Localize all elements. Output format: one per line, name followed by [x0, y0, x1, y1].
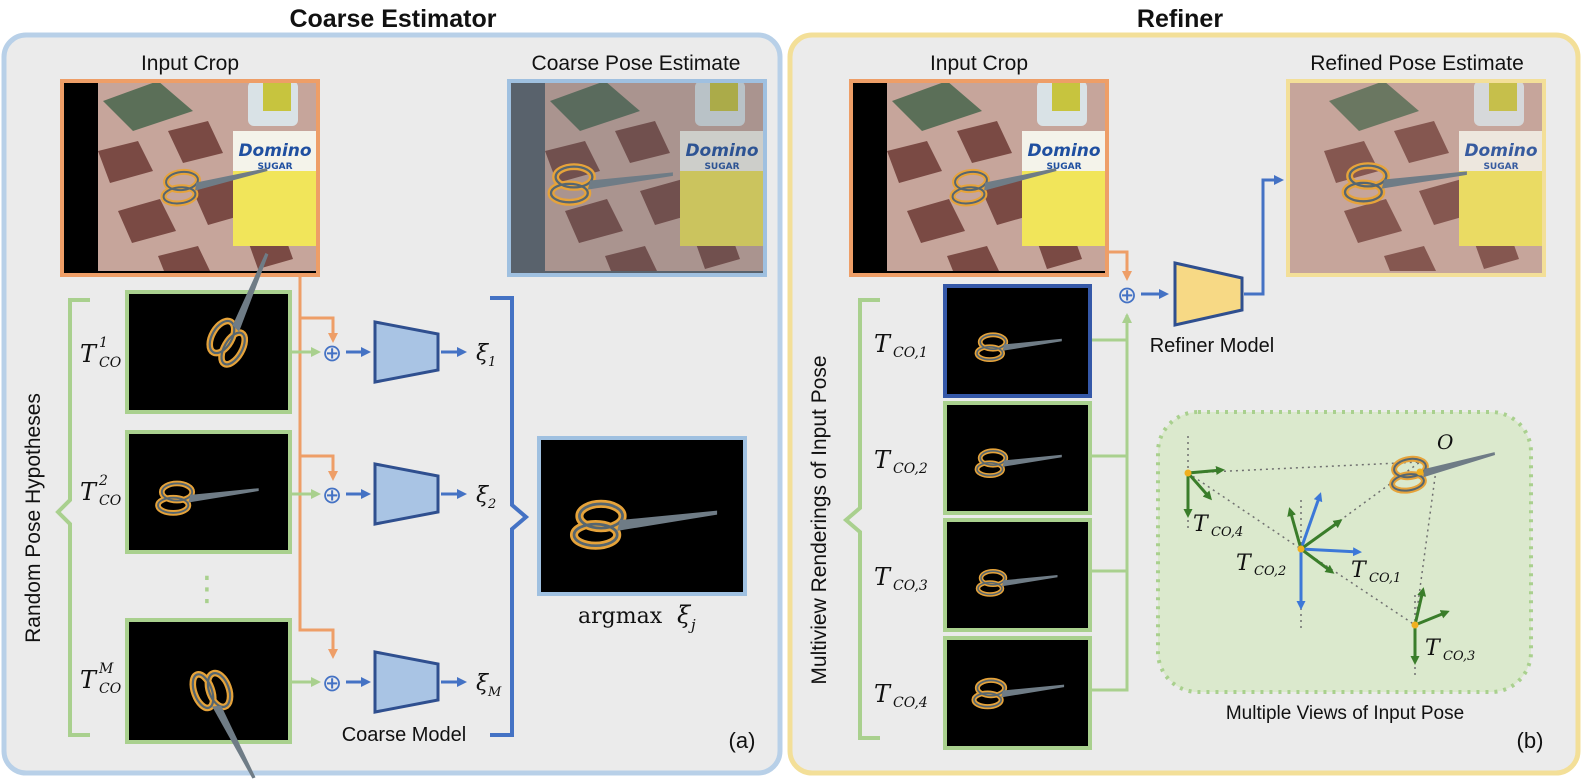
rendering-3-image	[943, 518, 1092, 632]
renderings-brace	[842, 298, 880, 740]
view-label-3-symbol: T	[1425, 636, 1442, 661]
view-label-4-symbol: T	[1193, 512, 1210, 537]
rendering-2-symbol: T	[874, 446, 892, 474]
rendering-3-sub: CO,3	[893, 578, 928, 594]
rendering-2-sub: CO,2	[893, 461, 928, 477]
coarse-model-1	[373, 320, 440, 384]
view-label-2-symbol: T	[1236, 551, 1253, 576]
rendering-1-symbol: T	[874, 330, 892, 358]
coarse-crop-feed-arrow-1	[300, 316, 338, 343]
argmax-text: argmax	[578, 604, 663, 629]
concat-symbol-m: ⊕	[322, 669, 342, 697]
score-m-sub: M	[487, 685, 502, 700]
hypothesis-m-sub: CO	[99, 681, 122, 697]
panel-tag-a: (a)	[729, 728, 756, 753]
refiner-model-label: Refiner Model	[1150, 335, 1275, 357]
coarse-model-2	[373, 462, 440, 526]
rendering-2-image	[943, 401, 1092, 515]
rendering-4-symbol: T	[874, 680, 892, 708]
hypotheses-brace-label: Random Pose Hypotheses	[22, 393, 45, 643]
camera-frame-3	[1410, 587, 1450, 665]
rendering-row-4: T CO,4	[874, 636, 1092, 750]
hypothesis-m-sup: M	[98, 661, 114, 677]
rendering-row-2: T CO,2	[874, 401, 1092, 515]
score-1-sub: 1	[488, 355, 496, 370]
coarse-title: Coarse Estimator	[289, 5, 496, 33]
concat-symbol-2: ⊕	[322, 481, 342, 509]
argmax-label: argmax ξ j	[578, 601, 696, 634]
refiner-output-arrow	[1244, 175, 1284, 296]
coarse-output-label: Coarse Pose Estimate	[532, 52, 741, 75]
renderings-feed-lines	[1092, 315, 1129, 692]
view-label-4-sub: CO,4	[1211, 525, 1243, 540]
hypothesis-row-1: T CO 1 ⊕ ξ 1	[80, 250, 496, 414]
score-2-sub: 2	[487, 497, 496, 512]
rendering-1-image	[943, 284, 1092, 398]
rendering-4-sub: CO,4	[893, 695, 928, 711]
hypotheses-brace	[55, 298, 90, 737]
hypothesis-2-rendering	[125, 430, 292, 554]
hypothesis-m-symbol: T	[80, 666, 98, 694]
hypothesis-m-rendering	[125, 618, 292, 781]
score-m-symbol: ξ	[476, 671, 490, 696]
coarse-model-label: Coarse Model	[342, 724, 467, 746]
hypothesis-row-m: T CO M ⊕ ξ M	[80, 618, 502, 781]
refined-pose-estimate-image	[1286, 79, 1546, 277]
hypothesis-2-symbol: T	[80, 478, 98, 506]
score-2-symbol: ξ	[476, 483, 490, 508]
refiner-model	[1173, 261, 1244, 327]
hypothesis-row-2: T CO 2 ⊕ ξ 2	[80, 430, 496, 554]
argmax-rendering	[537, 436, 747, 596]
hypothesis-1-sup: 1	[99, 335, 108, 351]
hypothesis-1-rendering	[125, 250, 290, 414]
argmax-sub: j	[688, 616, 696, 634]
concat-symbol-1: ⊕	[322, 339, 342, 367]
hypothesis-1-sub: CO	[99, 355, 122, 371]
hypothesis-2-sup: 2	[98, 473, 108, 489]
camera-frame-2	[1287, 492, 1362, 610]
refiner-concat-symbol: ⊕	[1117, 281, 1137, 309]
hypothesis-2-sub: CO	[99, 493, 122, 509]
view-label-2-sub: CO,2	[1254, 564, 1286, 579]
argmax-symbol: ξ	[677, 601, 692, 629]
panel-tag-b: (b)	[1517, 728, 1544, 753]
coarse-input-crop-image	[60, 79, 320, 277]
refiner-output-label: Refined Pose Estimate	[1310, 52, 1524, 75]
camera-frame-4	[1183, 466, 1225, 518]
rendering-1-sub: CO,1	[893, 345, 928, 361]
rendering-4-image	[943, 636, 1092, 750]
refiner-title: Refiner	[1137, 5, 1223, 33]
coarse-model-m	[373, 650, 440, 714]
coarse-pose-estimate-image	[507, 79, 767, 277]
refiner-input-crop-label: Input Crop	[930, 52, 1028, 75]
multiple-views-caption: Multiple Views of Input Pose	[1226, 703, 1464, 724]
rendering-row-3: T CO,3	[874, 518, 1092, 632]
view-label-1-sub: CO,1	[1369, 571, 1401, 586]
hypothesis-1-symbol: T	[80, 340, 98, 368]
hypotheses-ellipsis: ⋮	[190, 569, 224, 609]
scores-brace	[490, 296, 530, 737]
renderings-brace-label: Multiview Renderings of Input Pose	[808, 355, 831, 684]
refiner-input-crop-image	[849, 79, 1109, 277]
view-label-3-sub: CO,3	[1443, 649, 1475, 664]
object-label: O	[1437, 430, 1453, 454]
coarse-input-crop-label: Input Crop	[141, 52, 239, 75]
rendering-3-symbol: T	[874, 563, 892, 591]
view-label-1-symbol: T	[1351, 558, 1368, 583]
coarse-crop-feed-arrow	[298, 275, 338, 659]
coarse-crop-feed-arrow-2	[300, 454, 338, 481]
score-1-symbol: ξ	[476, 341, 490, 366]
refiner-crop-feed-arrow	[1107, 250, 1132, 281]
rendering-row-1: T CO,1	[874, 284, 1092, 398]
